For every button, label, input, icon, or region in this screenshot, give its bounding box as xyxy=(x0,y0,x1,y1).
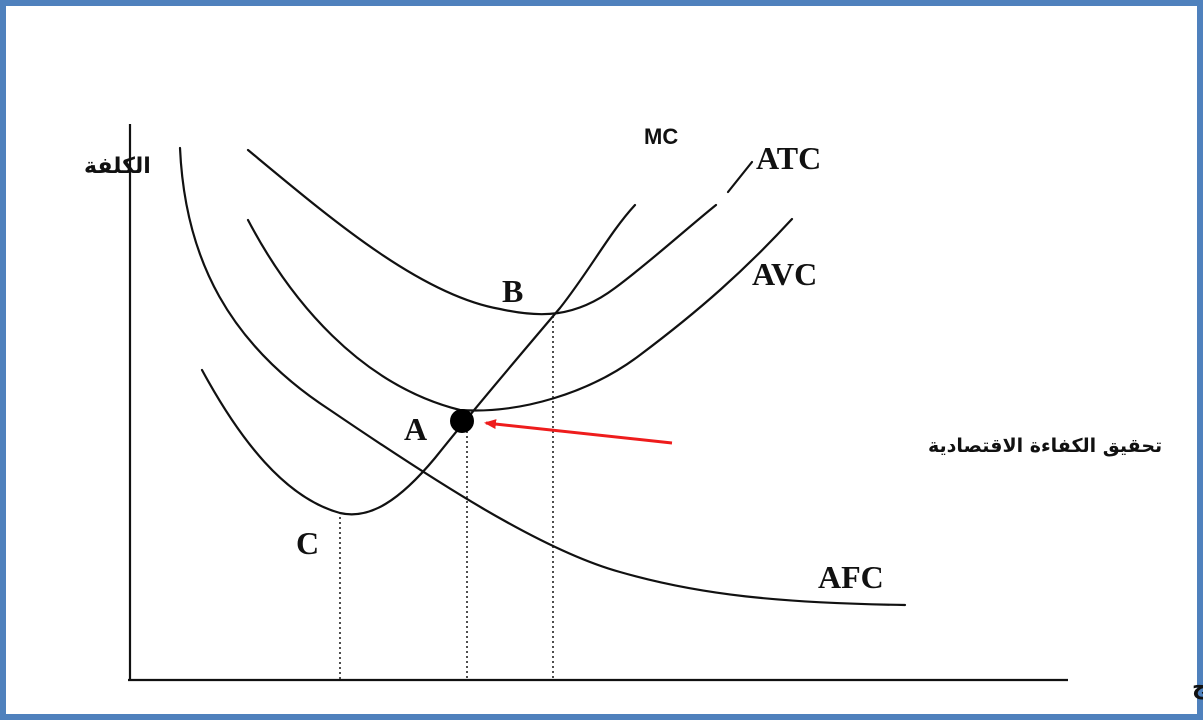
avc-label: AVC xyxy=(752,256,817,292)
atc-label: ATC xyxy=(756,140,821,176)
afc-label: AFC xyxy=(818,559,884,595)
y-axis-label: الكلفة xyxy=(84,154,151,179)
atc-curve xyxy=(246,148,718,316)
point-c-label: C xyxy=(296,525,319,561)
mc-curve-top xyxy=(726,160,754,194)
x-axis-label: الإنتاج xyxy=(1192,675,1203,700)
annotation-arrow xyxy=(484,419,673,445)
point-a-label: A xyxy=(404,411,427,447)
point-b-label: B xyxy=(502,273,523,309)
avc-curve xyxy=(246,217,794,412)
afc-curve xyxy=(178,146,907,607)
mc-curve xyxy=(200,203,637,516)
efficiency-point-dot xyxy=(450,409,474,433)
efficiency-annotation: تحقيق الكفاءة الاقتصادية xyxy=(928,435,1162,457)
mc-label: MC xyxy=(644,124,678,149)
